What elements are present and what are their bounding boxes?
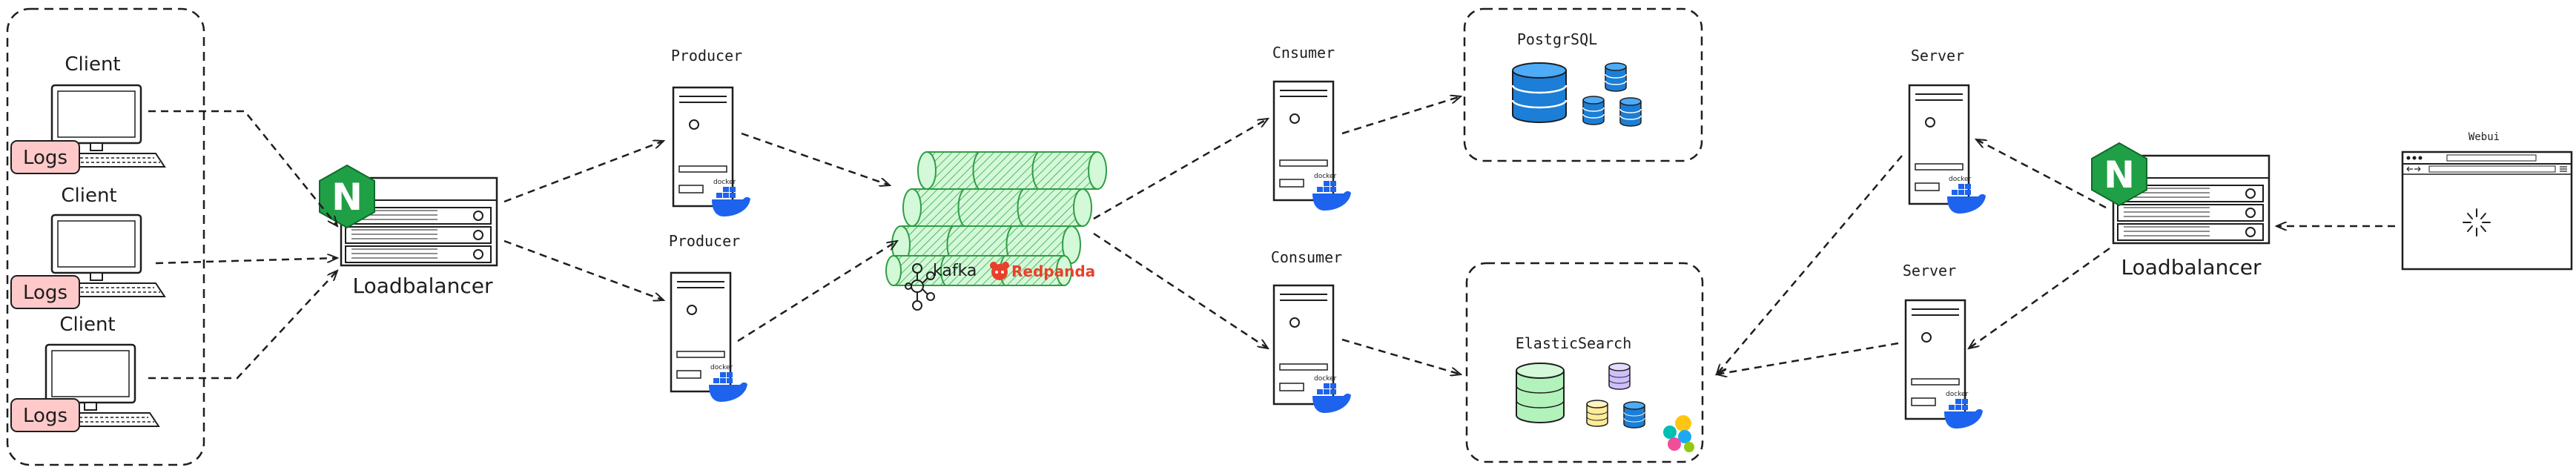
producer-1-label: Producer — [671, 47, 742, 64]
client-2-label: Client — [61, 185, 116, 207]
producer-2: Producer docker — [669, 232, 747, 402]
arrow-lb-to-server2 — [1969, 247, 2110, 348]
arrow-lb-to-server1 — [1976, 139, 2107, 209]
nginx-letter-right: N — [2104, 153, 2135, 196]
docker-text: docker — [1314, 173, 1337, 180]
arrow-consumer1-to-postgres — [1341, 96, 1461, 135]
server-rack-icon — [2112, 154, 2270, 245]
server-icon — [670, 271, 732, 393]
nginx-letter-left: N — [331, 176, 363, 219]
client-1: Client Logs — [10, 53, 166, 174]
spinner-icon — [2463, 208, 2491, 236]
client-2: Client Logs — [10, 185, 166, 309]
client-3: Client Logs — [10, 314, 160, 432]
nginx-icon: N — [319, 164, 375, 229]
logs-badge-3: Logs — [10, 398, 80, 432]
message-broker: kafka Redpanda — [885, 151, 1107, 311]
postgres-label: PostgrSQL — [1517, 30, 1597, 48]
docker-icon: docker — [1944, 391, 1983, 429]
server-icon — [1272, 284, 1335, 406]
loadbalancer-left-label: Loadbalancer — [353, 274, 493, 298]
docker-icon: docker — [1312, 173, 1351, 211]
nginx-icon: N — [2091, 142, 2147, 207]
logs-2-label: Logs — [23, 282, 67, 304]
redpanda-label: Redpanda — [1011, 262, 1095, 280]
arrow-client3-to-lb — [148, 271, 337, 380]
arrow-consumer2-to-elastic — [1341, 338, 1461, 374]
docker-icon: docker — [709, 364, 747, 402]
database-icon — [1586, 400, 1608, 427]
browser-icon — [2401, 150, 2573, 271]
client-group: Client Logs Client — [6, 7, 205, 466]
logs-badge-2: Logs — [10, 275, 80, 309]
server-2-label: Server — [1903, 262, 1956, 280]
server-icon — [1272, 80, 1335, 202]
consumer-1: Cnsumer docker — [1272, 44, 1351, 211]
kafka-label: kafka — [933, 262, 977, 280]
docker-text: docker — [713, 179, 736, 186]
docker-icon: docker — [1947, 176, 1986, 214]
database-icon — [1619, 97, 1642, 127]
server-2: Server docker — [1903, 262, 1983, 429]
arrow-producer2-to-kafka — [737, 241, 897, 343]
database-icon — [1582, 96, 1605, 125]
docker-text: docker — [1314, 375, 1337, 383]
arrow-lb-to-producer2 — [503, 239, 664, 300]
server-icon — [672, 86, 734, 208]
consumer-1-label: Cnsumer — [1272, 44, 1335, 62]
database-icon — [1516, 363, 1565, 423]
producer-2-label: Producer — [669, 232, 740, 250]
server-rack-icon — [340, 176, 498, 267]
webui-browser: Webui — [2401, 131, 2573, 271]
loadbalancer-right-label: Loadbalancer — [2121, 255, 2262, 280]
loadbalancer-right: N Loadbalancer — [2091, 142, 2270, 280]
docker-text: docker — [1946, 391, 1969, 398]
consumer-2-label: Consumer — [1271, 248, 1342, 266]
arrow-client2-to-lb — [155, 258, 337, 265]
arrow-kafka-to-consumer1 — [1093, 119, 1268, 220]
arrow-producer1-to-kafka — [741, 132, 890, 185]
kafka-cylinders — [885, 151, 1107, 286]
docker-text: docker — [710, 364, 733, 371]
client-1-label: Client — [65, 53, 120, 76]
client-3-label: Client — [59, 314, 115, 336]
elasticsearch-label: ElasticSearch — [1516, 334, 1632, 352]
docker-icon: docker — [1312, 375, 1351, 413]
webui-label: Webui — [2468, 131, 2500, 143]
database-icon — [1623, 401, 1645, 429]
docker-icon: docker — [712, 179, 750, 216]
server-icon — [1904, 299, 1966, 420]
loadbalancer-left: N Loadbalancer — [319, 164, 498, 298]
monitor-icon — [50, 84, 166, 168]
database-icon — [1605, 62, 1627, 92]
producer-1: Producer docker — [671, 47, 750, 216]
kafka-icon — [905, 263, 935, 311]
server-1: Server docker — [1908, 47, 1986, 214]
client-group-frame — [6, 7, 205, 466]
consumer-2: Consumer docker — [1271, 248, 1351, 413]
elasticsearch-group: ElasticSearch — [1465, 262, 1704, 463]
connections — [148, 96, 2395, 380]
elastic-icon — [1663, 415, 1694, 452]
docker-text: docker — [1949, 176, 1972, 183]
database-icon — [1608, 363, 1631, 390]
redpanda-icon — [990, 262, 1009, 280]
arrow-client1-to-lb — [148, 110, 337, 226]
server-1-label: Server — [1911, 47, 1964, 64]
arrow-kafka-to-consumer2 — [1093, 232, 1268, 348]
database-icon — [1511, 62, 1568, 123]
arrow-lb-to-producer1 — [503, 141, 664, 203]
arrow-server1-to-elastic — [1717, 155, 1903, 374]
logs-1-label: Logs — [23, 147, 67, 169]
postgres-group: PostgrSQL — [1463, 7, 1703, 162]
arrow-server2-to-elastic — [1717, 342, 1899, 374]
logs-3-label: Logs — [23, 405, 67, 427]
logs-badge-1: Logs — [10, 140, 80, 174]
postgres-frame — [1463, 7, 1703, 162]
